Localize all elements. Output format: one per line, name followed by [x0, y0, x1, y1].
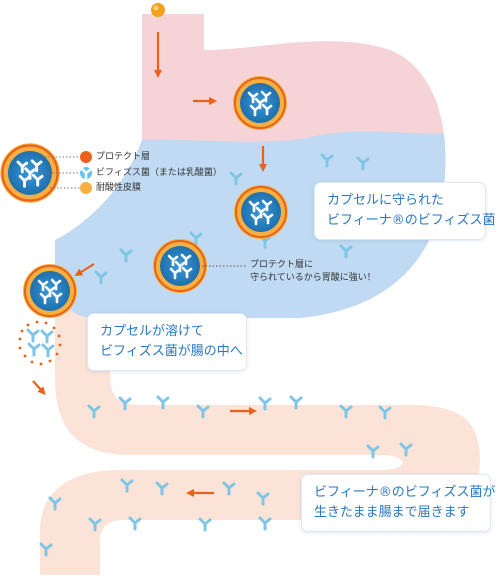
callout-stomach: カプセルに守られた ビフィーナ®のビフィズス菌 — [315, 183, 496, 239]
callout-dissolve: カプセルが溶けて ビフィズス菌が腸の中へ — [88, 314, 246, 370]
legend-bifidus: ビフィズス菌（または乳酸菌） — [96, 168, 222, 178]
callout-reach-line2: 生きたまま腸まで届きます — [314, 505, 470, 520]
legend-acid-resistant: 耐酸性皮膜 — [96, 183, 142, 193]
callout-reach: ビフィーナ®のビフィズス菌が 生きたまま腸まで届きます — [302, 475, 496, 531]
callout-reach-line1: ビフィーナ®のビフィズス菌が — [314, 485, 496, 500]
callout-stomach-line2: ビフィーナ®のビフィズス菌 — [327, 213, 496, 228]
callout-dissolve-line2: ビフィズス菌が腸の中へ — [100, 344, 243, 359]
capsule-icon — [233, 76, 287, 130]
callout-dissolve-line1: カプセルが溶けて — [100, 324, 205, 339]
pill-drop-icon — [151, 3, 165, 17]
legend-protect-layer: プロテクト層 — [96, 152, 151, 162]
protect-note-line2: 守られているから胃酸に強い！ — [250, 273, 376, 283]
capsule-icon — [234, 185, 288, 239]
flow-arrows — [32, 32, 267, 497]
legend — [0, 143, 92, 202]
protect-note: プロテクト層に 守られているから胃酸に強い！ — [250, 259, 376, 285]
protect-note-line1: プロテクト層に — [250, 260, 314, 270]
stomach — [55, 14, 446, 318]
capsule-icon — [153, 239, 207, 293]
arrow-icon — [74, 263, 95, 277]
dissolving-capsule — [18, 320, 62, 366]
capsule-icon — [23, 264, 77, 318]
arrow-icon — [32, 380, 46, 395]
callout-stomach-line1: カプセルに守られた — [327, 193, 445, 208]
capsule-icon — [0, 143, 59, 202]
